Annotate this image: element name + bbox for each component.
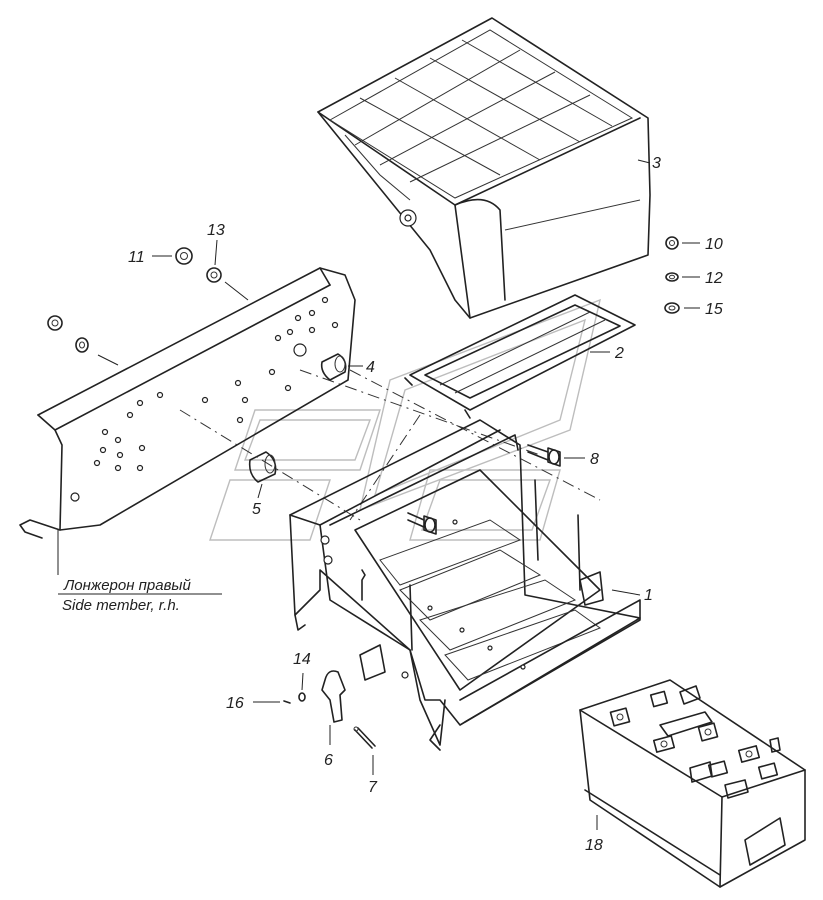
latch-handle-6 [321,670,346,723]
callout-5: 5 [252,501,261,518]
battery [579,679,806,888]
centerline [349,369,601,501]
callout-2: 2 [614,345,624,362]
side-member [19,267,356,539]
callout-6: 6 [324,752,333,769]
spacer-4 [320,353,347,381]
callout-10: 10 [705,236,723,253]
washer-13 [206,267,222,283]
callout-4: 4 [366,359,375,376]
callout-16: 16 [226,695,244,712]
leader-lines [57,159,700,830]
washer-15 [664,302,680,314]
hold-down-frame [404,294,636,419]
callout-7: 7 [368,779,378,796]
callout-14: 14 [293,651,311,668]
centerline [299,369,541,456]
callout-8: 8 [590,451,599,468]
bolt-lower [407,512,437,535]
nut-10 [665,236,679,250]
callout-12: 12 [705,270,723,287]
battery-cover [317,17,651,319]
battery-tray [289,419,641,751]
washer-12 [665,272,679,282]
ring-14 [298,692,306,702]
callout-18: 18 [585,837,603,854]
bolt-8 [527,444,561,467]
caption-en: Side member, r.h. [62,597,180,614]
callout-1: 1 [644,587,653,604]
callout-3: 3 [652,155,661,172]
callout-11: 11 [128,249,145,266]
caption-ru: Лонжерон правый [63,577,191,594]
centerline [179,409,361,521]
callout-13: 13 [207,222,225,239]
callout-15: 15 [705,301,723,318]
pin-7 [353,726,376,749]
nut-11 [175,247,193,265]
nut-washer-left [47,315,89,353]
spacer-5 [248,451,277,483]
pin-16 [283,700,291,704]
